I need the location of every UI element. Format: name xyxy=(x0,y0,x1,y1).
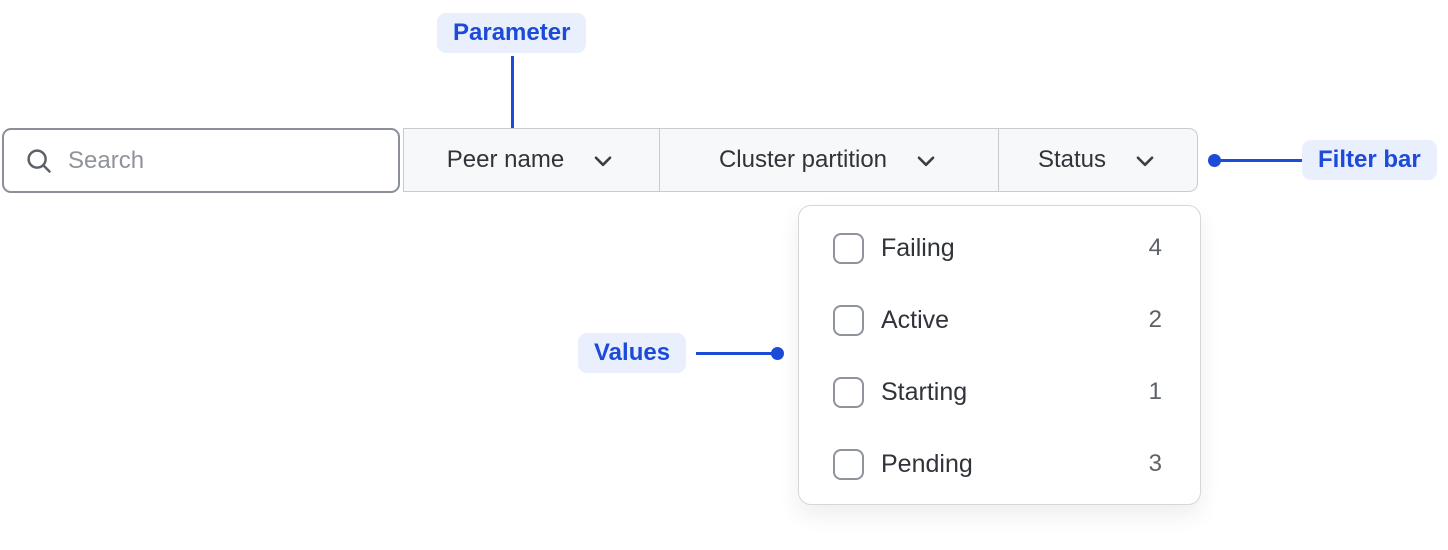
parameter-annotation-badge: Parameter xyxy=(437,13,587,53)
filter-dropdown-label: Cluster partition xyxy=(718,146,888,173)
filter-parameter-segments: Peer name Cluster partition Status xyxy=(403,128,1198,192)
checkbox[interactable] xyxy=(833,376,864,408)
filter-bar: Peer name Cluster partition Status xyxy=(2,128,1198,193)
chevron-down-icon xyxy=(594,156,612,167)
dropdown-option-active[interactable]: Active 2 xyxy=(799,284,1200,356)
dropdown-option-failing[interactable]: Failing 4 xyxy=(799,212,1200,284)
search-input[interactable] xyxy=(68,146,380,175)
filter-dropdown-status[interactable]: Status xyxy=(998,129,1197,191)
chevron-down-icon xyxy=(917,156,935,167)
filter-dropdown-peer-name[interactable]: Peer name xyxy=(404,129,659,191)
option-label: Failing xyxy=(881,233,955,262)
checkbox[interactable] xyxy=(833,232,864,264)
option-label: Active xyxy=(881,305,950,334)
filter-dropdown-label: Status xyxy=(1037,146,1107,173)
chevron-down-icon xyxy=(1136,156,1154,167)
search-icon xyxy=(27,148,51,173)
filter-bar-annotation-badge: Filter bar xyxy=(1302,140,1437,180)
values-leader-line xyxy=(696,352,777,355)
search-box[interactable] xyxy=(2,128,400,193)
option-label: Pending xyxy=(881,449,973,478)
checkbox[interactable] xyxy=(833,448,864,480)
option-count: 4 xyxy=(1148,234,1162,261)
filter-dropdown-label: Peer name xyxy=(446,146,565,173)
option-count: 3 xyxy=(1148,450,1162,477)
option-label: Starting xyxy=(881,377,968,406)
status-values-dropdown-panel: Failing 4 Active 2 Starting 1 Pending 3 xyxy=(798,205,1201,505)
dropdown-option-pending[interactable]: Pending 3 xyxy=(799,428,1200,500)
parameter-leader-line xyxy=(511,56,514,140)
values-leader-dot xyxy=(771,347,784,360)
filter-bar-leader-line xyxy=(1214,159,1302,162)
option-count: 2 xyxy=(1148,306,1162,333)
filter-dropdown-cluster-partition[interactable]: Cluster partition xyxy=(659,129,998,191)
checkbox[interactable] xyxy=(833,304,864,336)
dropdown-option-starting[interactable]: Starting 1 xyxy=(799,356,1200,428)
option-count: 1 xyxy=(1148,378,1162,405)
values-annotation-badge: Values xyxy=(578,333,687,373)
